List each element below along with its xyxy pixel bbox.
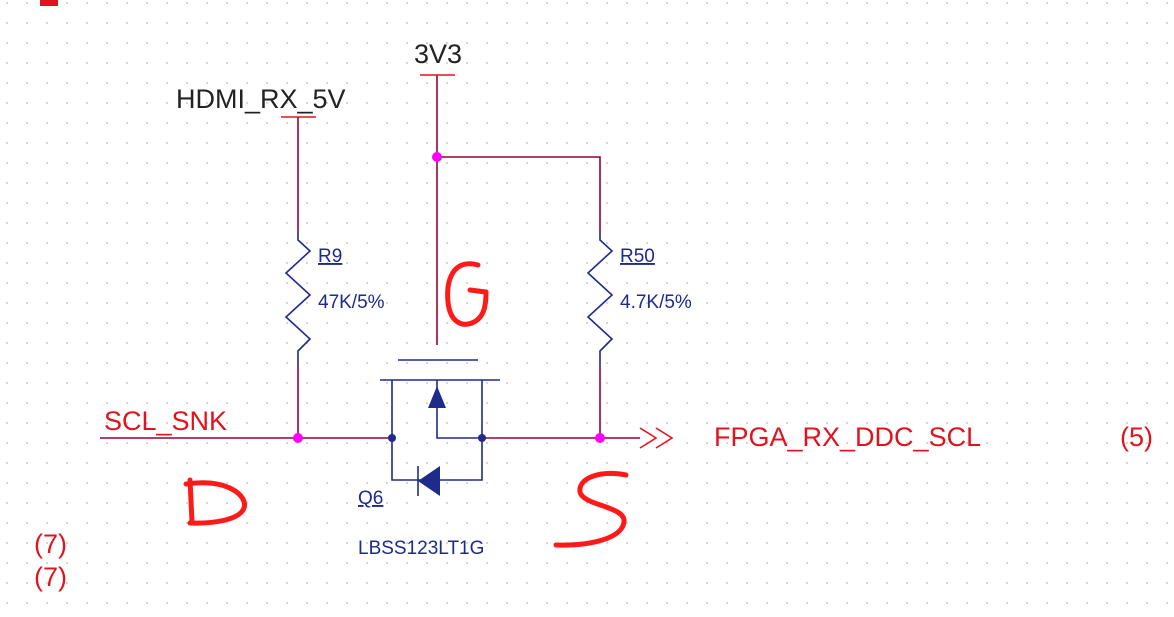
hand-letter-g bbox=[445, 261, 489, 327]
cropped-mark bbox=[40, 0, 58, 6]
hand-letter-s bbox=[553, 471, 629, 548]
junction-right bbox=[595, 433, 605, 443]
offpage-arrow-icon-2 bbox=[655, 427, 674, 449]
port-label-scl-snk: SCL_SNK bbox=[104, 406, 227, 436]
junction-source bbox=[478, 434, 486, 442]
wires bbox=[100, 75, 640, 439]
q6-ref-label: Q6 bbox=[358, 488, 383, 509]
net-label-3v3: 3V3 bbox=[414, 39, 462, 69]
junction-drain bbox=[388, 434, 396, 442]
resistor-r9-symbol bbox=[284, 232, 312, 367]
body-diode-triangle bbox=[418, 466, 440, 496]
r50-value-label: 4.7K/5% bbox=[620, 292, 692, 313]
junction-left bbox=[293, 433, 303, 443]
r50-ref-label: R50 bbox=[620, 246, 655, 267]
r9-ref-label: R9 bbox=[318, 246, 342, 267]
resistor-r50-symbol bbox=[586, 232, 614, 367]
page-ref-b: (7) bbox=[34, 562, 67, 592]
q6-part-label: LBSS123LT1G bbox=[358, 538, 484, 559]
offpage-arrow-icon bbox=[639, 427, 658, 449]
hand-letter-d bbox=[183, 477, 247, 526]
net-label-hdmi-5v: HDMI_RX_5V bbox=[176, 84, 346, 114]
port-label-fpga-scl: FPGA_RX_DDC_SCL bbox=[714, 422, 981, 452]
wire-3v3-to-r50 bbox=[437, 156, 601, 232]
handwritten-annotations bbox=[183, 261, 629, 548]
mosfet-body-arrow bbox=[428, 386, 446, 408]
page-ref-a: (7) bbox=[34, 529, 67, 559]
junction-3v3 bbox=[432, 152, 442, 162]
page-ref-right: (5) bbox=[1120, 422, 1153, 452]
r9-value-label: 47K/5% bbox=[318, 292, 385, 313]
